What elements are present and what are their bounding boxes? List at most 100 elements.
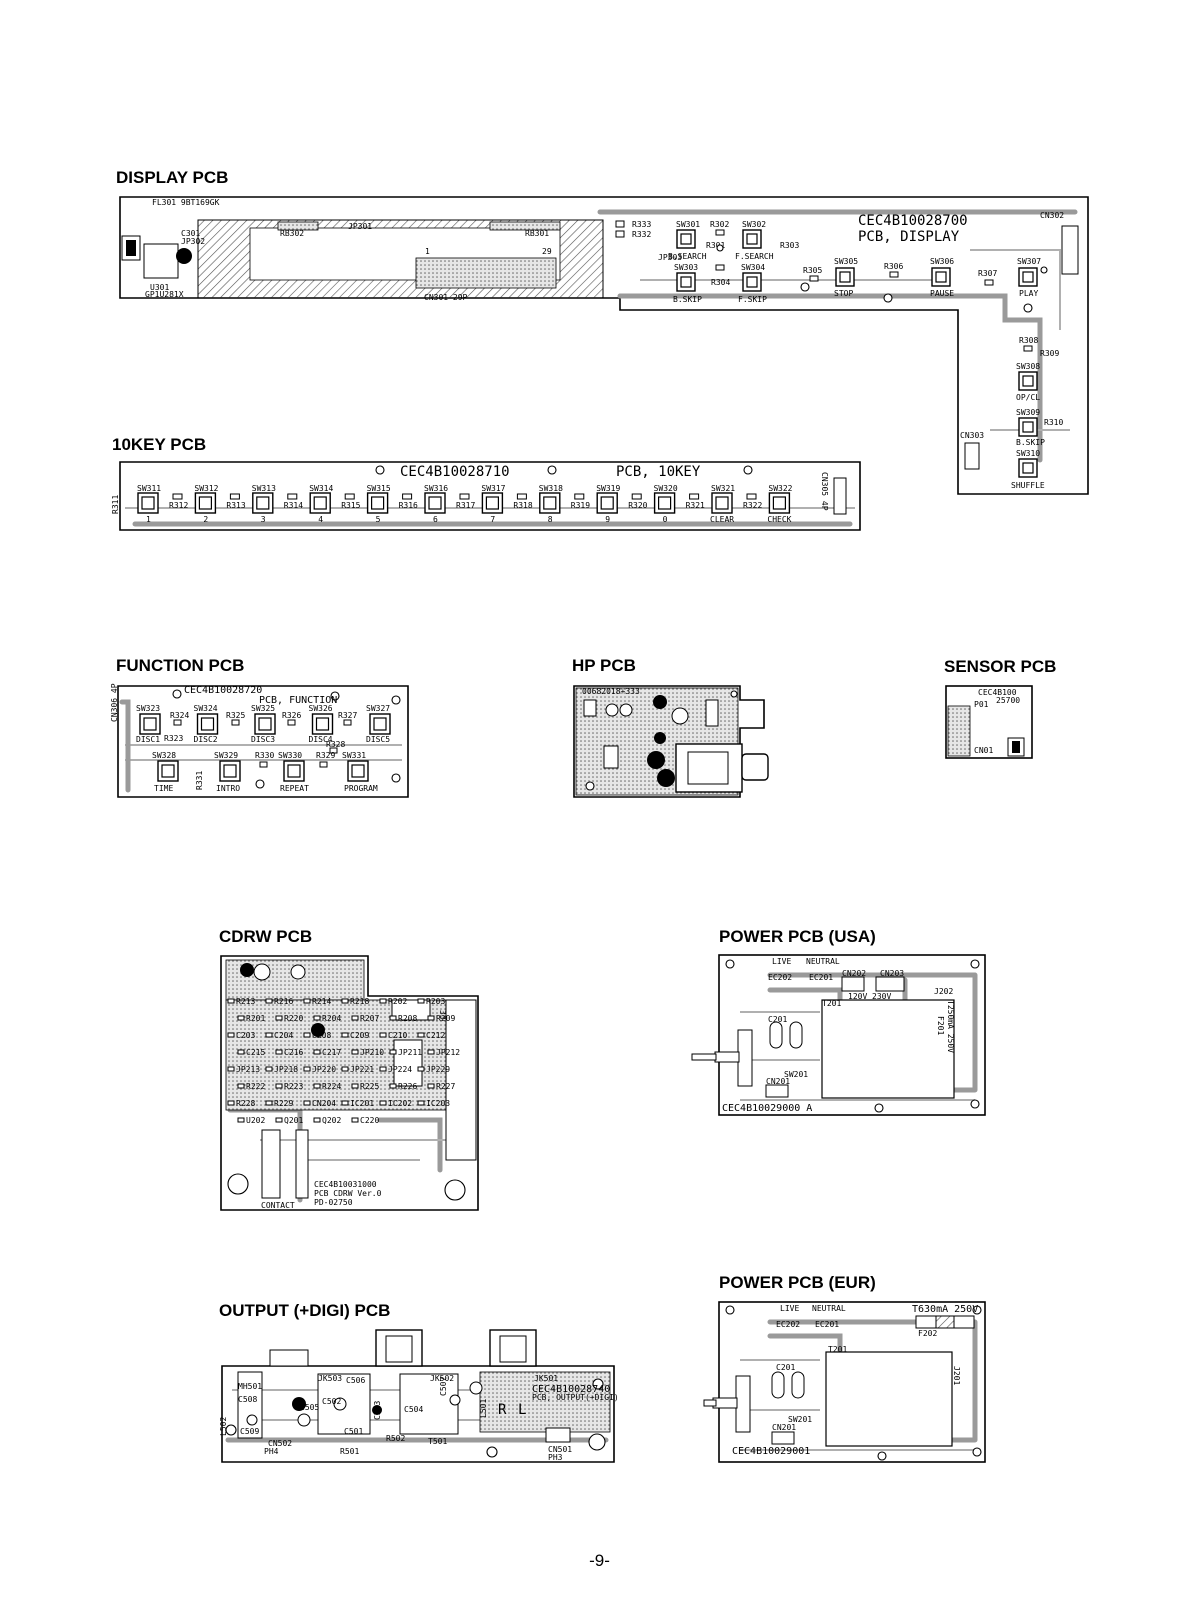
svg-text:REPEAT: REPEAT <box>280 784 309 793</box>
power-eur-fuse: T630mA 250V <box>912 1304 978 1315</box>
svg-text:R201: R201 <box>246 1014 265 1023</box>
tenkey-pcb-name: PCB, 10KEY <box>616 464 701 480</box>
svg-text:SW314: SW314 <box>309 484 333 493</box>
svg-text:R224: R224 <box>322 1082 341 1091</box>
power-eur-live: LIVE <box>780 1304 799 1313</box>
tenkey-pcb: CEC4B10028710 PCB, 10KEY CN305 4P R311 S… <box>111 461 861 531</box>
svg-text:C203: C203 <box>236 1031 255 1040</box>
svg-text:R314: R314 <box>284 501 303 510</box>
cdrw-part-c220: C220 <box>351 1116 379 1125</box>
cdrw-part-r213: R213 <box>227 997 255 1006</box>
sensor-pcb: CEC4B100 25700 P01 CN01 <box>945 685 1033 759</box>
switch-sw307: SW307 PLAY <box>1017 257 1041 298</box>
display-pin29-label: 29 <box>542 247 552 256</box>
tenkey-cn305-label: CN305 4P <box>820 472 829 511</box>
svg-text:R312: R312 <box>169 501 188 510</box>
svg-text:B.SKIP: B.SKIP <box>673 295 702 304</box>
svg-text:R302: R302 <box>710 220 729 229</box>
svg-text:R331: R331 <box>195 771 204 790</box>
output-mh501: MH501 <box>238 1382 262 1391</box>
svg-text:R222: R222 <box>246 1082 265 1091</box>
switch-sw304: SW304 F.SKIP <box>738 263 767 304</box>
hp-pcb-title: HP PCB <box>572 656 636 675</box>
sensor-pcb-title: SENSOR PCB <box>944 657 1057 676</box>
svg-text:DISC4: DISC4 <box>309 735 333 744</box>
display-c301-label: C301 <box>181 229 200 238</box>
svg-text:DISC5: DISC5 <box>366 735 390 744</box>
svg-text:C215: C215 <box>246 1048 265 1057</box>
svg-text:SW323: SW323 <box>136 704 160 713</box>
cdrw-part-ic203: IC203 <box>417 1099 450 1108</box>
svg-text:R226: R226 <box>398 1082 417 1091</box>
power-eur-ec201: EC201 <box>815 1320 839 1329</box>
svg-text:R308: R308 <box>1019 336 1038 345</box>
cdrw-part-u202: U202 <box>237 1116 265 1125</box>
sensor-code-1: CEC4B100 <box>978 688 1017 697</box>
svg-text:R225: R225 <box>360 1082 379 1091</box>
svg-text:R320: R320 <box>628 501 647 510</box>
switch-sw310: SW310 SHUFFLE <box>1011 449 1045 490</box>
svg-text:R307: R307 <box>978 269 997 278</box>
display-pcb-title: DISPLAY PCB <box>116 168 229 187</box>
display-u301-part: GP1U281X <box>145 290 184 299</box>
cdrw-part-r207: R207 <box>351 1014 379 1023</box>
resistor-r317: R317 <box>456 493 475 510</box>
svg-text:SW318: SW318 <box>539 484 563 493</box>
switch-sw308: SW308 OP/CL <box>1016 362 1040 402</box>
svg-text:SW317: SW317 <box>481 484 505 493</box>
cdrw-part-jp212: JP212 <box>427 1048 460 1057</box>
power-usa-neutral: NEUTRAL <box>806 957 840 966</box>
svg-text:SW316: SW316 <box>424 484 448 493</box>
cdrw-part-jp224: JP224 <box>379 1065 412 1074</box>
display-pcb-name: PCB, DISPLAY <box>858 229 960 245</box>
resistor-r314: R314 <box>284 493 303 510</box>
resistor-r322: R322 <box>743 493 762 510</box>
svg-text:R325: R325 <box>226 711 245 720</box>
svg-text:5: 5 <box>376 515 381 524</box>
svg-text:C217: C217 <box>322 1048 341 1057</box>
svg-text:SW301: SW301 <box>676 220 700 229</box>
cdrw-pcb: 33 CEC4B10031000 PCB CDRW Ver.0 PD-02750… <box>220 955 479 1211</box>
output-jk502: JK502 <box>430 1374 454 1383</box>
switch-sw301: SW301 B.SEARCH <box>668 220 707 261</box>
power-eur-cn201: CN201 <box>772 1423 796 1432</box>
resistor-r315: R315 <box>341 493 361 510</box>
svg-text:R303: R303 <box>780 241 799 250</box>
svg-text:R227: R227 <box>436 1082 455 1091</box>
power-usa-120v: 120V <box>848 992 867 1001</box>
function-pcb-name: PCB, FUNCTION <box>259 695 337 706</box>
function-pcb: CEC4B10028720 PCB, FUNCTION CN306 4P SW3… <box>110 683 409 798</box>
resistor-r312: R312 <box>169 493 188 510</box>
output-r502: R502 <box>386 1434 405 1443</box>
power-usa-pcb: LIVE NEUTRAL EC202 EC201 CN202 CN203 120… <box>691 954 986 1116</box>
power-usa-live: LIVE <box>772 957 791 966</box>
svg-text:STOP: STOP <box>834 289 853 298</box>
power-usa-t201: T201 <box>822 999 841 1008</box>
cdrw-pcb-title: CDRW PCB <box>219 927 313 946</box>
svg-text:4: 4 <box>318 515 323 524</box>
power-usa-cn201: CN201 <box>766 1077 790 1086</box>
cdrw-contact-label: CONTACT <box>261 1201 295 1210</box>
cdrw-part-r209: R209 <box>427 1014 455 1023</box>
output-c508: C508 <box>238 1395 257 1404</box>
display-pcb-code: CEC4B10028700 <box>858 213 968 229</box>
cdrw-pcb-name: PCB CDRW Ver.0 <box>314 1189 382 1198</box>
svg-text:2: 2 <box>203 515 208 524</box>
svg-text:SW313: SW313 <box>252 484 276 493</box>
svg-text:JP229: JP229 <box>426 1065 450 1074</box>
svg-text:PROGRAM: PROGRAM <box>344 784 378 793</box>
function-pcb-title: FUNCTION PCB <box>116 656 245 675</box>
svg-text:R323: R323 <box>164 734 183 743</box>
svg-text:R305: R305 <box>803 266 822 275</box>
cdrw-pin-label: 33 <box>438 1010 447 1020</box>
display-jp301-label: JP301 <box>348 222 372 231</box>
svg-text:R220: R220 <box>284 1014 303 1023</box>
svg-text:SW308: SW308 <box>1016 362 1040 371</box>
